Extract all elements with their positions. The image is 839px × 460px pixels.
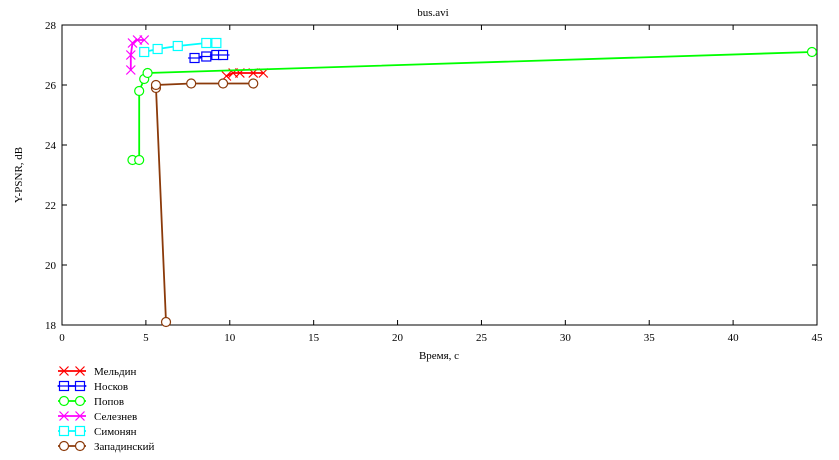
x-tick-label: 20 bbox=[392, 332, 404, 344]
legend-marker bbox=[74, 440, 86, 452]
series-point bbox=[125, 65, 136, 75]
series-2 bbox=[127, 46, 818, 166]
legend-label: Мельдин bbox=[94, 366, 137, 378]
legend-marker bbox=[74, 395, 86, 407]
series-point bbox=[217, 78, 229, 89]
y-tick-label: 22 bbox=[45, 200, 56, 212]
legend-item: Носков bbox=[57, 380, 128, 393]
legend-marker bbox=[74, 425, 86, 437]
y-axis-label: Y-PSNR, dB bbox=[13, 147, 25, 203]
legend-marker bbox=[75, 366, 85, 376]
y-tick-label: 20 bbox=[45, 260, 57, 272]
series-point bbox=[172, 40, 183, 52]
legend-item: Симонян bbox=[58, 425, 137, 438]
series-3 bbox=[125, 35, 150, 75]
plot-area bbox=[61, 24, 818, 326]
legend-label: Попов bbox=[94, 396, 124, 408]
legend-marker bbox=[73, 380, 87, 392]
x-axis-label: Время, с bbox=[419, 350, 459, 362]
x-tick-label: 5 bbox=[143, 332, 149, 344]
legend-label: Симонян bbox=[94, 426, 137, 438]
legend-marker bbox=[59, 366, 69, 376]
legend-item: Попов bbox=[58, 395, 124, 408]
y-tick-label: 18 bbox=[45, 320, 57, 332]
series-point bbox=[134, 85, 145, 97]
x-axis: 0 5 10 15 20 25 30 35 40 45 bbox=[59, 25, 823, 344]
x-tick-label: 40 bbox=[728, 332, 740, 344]
series-point bbox=[188, 52, 202, 64]
series-point bbox=[139, 46, 150, 58]
series-point bbox=[806, 46, 818, 58]
legend-label: Селезнев bbox=[94, 411, 137, 423]
legend-marker bbox=[58, 425, 70, 437]
series-4 bbox=[139, 37, 222, 58]
x-tick-label: 25 bbox=[476, 332, 488, 344]
series-point bbox=[127, 38, 138, 48]
x-tick-label: 0 bbox=[59, 332, 65, 344]
series-point bbox=[152, 43, 163, 55]
x-tick-label: 35 bbox=[644, 332, 656, 344]
series-5 bbox=[150, 78, 259, 328]
x-tick-label: 45 bbox=[812, 332, 824, 344]
legend-marker bbox=[57, 380, 71, 392]
series-point bbox=[125, 50, 136, 60]
series-point bbox=[201, 37, 212, 49]
legend-label: Носков bbox=[94, 381, 128, 393]
series-point bbox=[199, 51, 213, 62]
series-0 bbox=[221, 68, 269, 81]
chart-title: bus.avi bbox=[417, 7, 448, 19]
series-point bbox=[139, 35, 150, 45]
series-layer bbox=[125, 35, 818, 328]
y-tick-label: 28 bbox=[45, 20, 57, 32]
series-point bbox=[186, 78, 197, 89]
series-point bbox=[248, 78, 259, 89]
y-tick-label: 24 bbox=[45, 140, 57, 152]
x-tick-label: 15 bbox=[308, 332, 320, 344]
legend-item: Селезнев bbox=[58, 411, 137, 423]
series-point bbox=[211, 37, 222, 49]
y-axis: 18 20 22 24 26 28 bbox=[45, 20, 817, 332]
legend-marker bbox=[58, 440, 70, 452]
y-tick-label: 26 bbox=[45, 80, 57, 92]
legend-marker bbox=[75, 411, 85, 421]
legend-marker bbox=[58, 395, 70, 407]
series-point bbox=[160, 316, 172, 328]
legend-marker bbox=[59, 411, 69, 421]
legend-label: Западинский bbox=[94, 441, 155, 453]
series-point bbox=[150, 79, 162, 91]
legend: МельдинНосковПоповСелезневСимонянЗападин… bbox=[57, 366, 155, 453]
series-point bbox=[216, 49, 230, 61]
legend-item: Мельдин bbox=[58, 366, 137, 378]
series-point bbox=[134, 154, 145, 166]
legend-item: Западинский bbox=[58, 440, 155, 453]
x-tick-label: 30 bbox=[560, 332, 572, 344]
x-tick-label: 10 bbox=[224, 332, 236, 344]
series-point bbox=[142, 67, 153, 79]
series-1 bbox=[188, 49, 230, 64]
